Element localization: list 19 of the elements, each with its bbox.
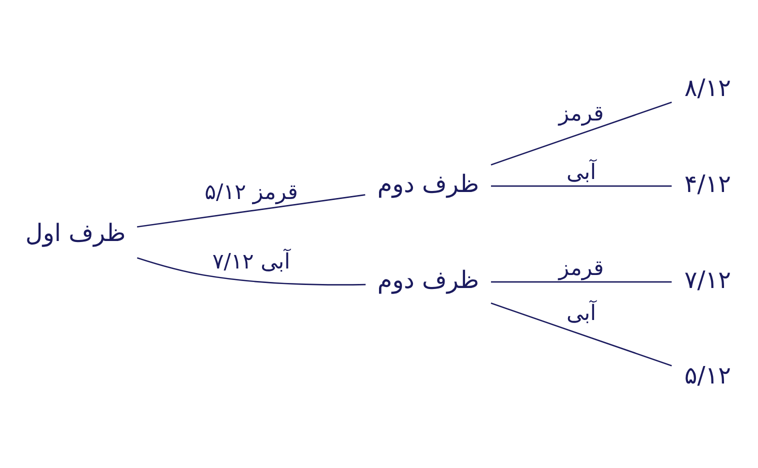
node-text: ظرف اول (25, 219, 126, 248)
connector (490, 302, 672, 366)
node-text: ۷/۱۲ (684, 266, 732, 294)
connector (136, 194, 366, 228)
node-text: ظرف دوم (377, 170, 480, 198)
node-text: ظرف دوم (377, 266, 480, 294)
edge-label: آبی (566, 160, 596, 186)
edge-label: آبی ۷/۱۲ (212, 249, 290, 274)
edge-label: قرمز (558, 102, 604, 127)
edge-label: قرمز ۵/۱۲ (204, 180, 298, 206)
edge-label: آبی (566, 301, 596, 326)
node-text: ۸/۱۲ (684, 74, 732, 102)
connector (491, 185, 672, 187)
connector (490, 102, 672, 166)
node-text: ۴/۱۲ (684, 170, 732, 198)
connector (491, 281, 672, 283)
edge-label: قرمز (558, 256, 604, 281)
node-text: ۵/۱۲ (684, 362, 732, 390)
connector (136, 257, 366, 286)
